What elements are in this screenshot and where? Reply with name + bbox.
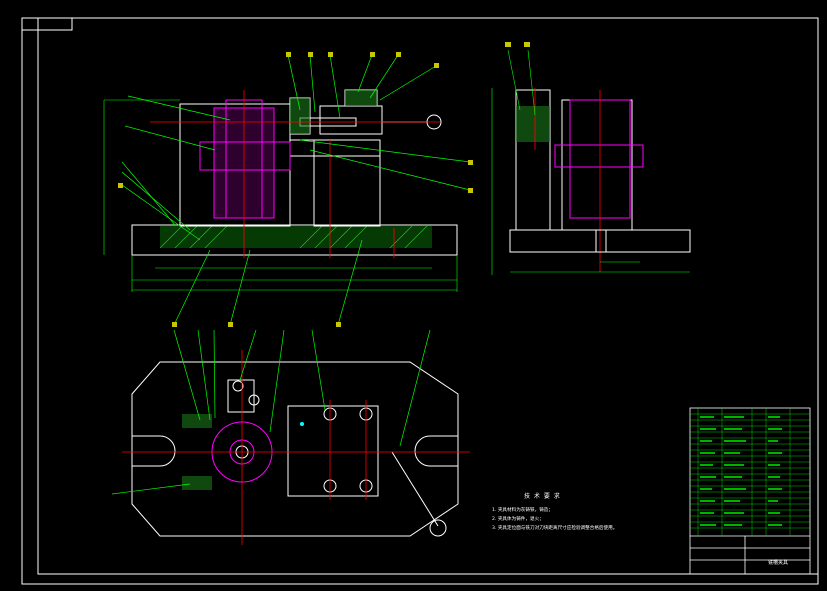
front-leaders <box>121 54 471 326</box>
cap-hatch <box>345 90 377 106</box>
plan-clamp-bottom <box>182 476 212 490</box>
right-support-block <box>313 139 381 227</box>
side-dimensions <box>491 49 690 275</box>
front-dimensions <box>103 99 458 292</box>
front-centerlines <box>150 90 440 258</box>
plan-leaders <box>111 329 431 495</box>
title-block <box>689 407 811 575</box>
plan-handle-knob <box>429 519 447 537</box>
front-tags <box>118 52 473 327</box>
base-hatch <box>160 226 432 248</box>
side-tags <box>505 42 530 47</box>
plan-outline <box>131 361 459 537</box>
top-left-code-box <box>21 17 73 31</box>
inner-border <box>37 17 819 575</box>
requirement-line-2: 2. 夹具体为铸件，退火； <box>492 517 544 522</box>
front-view <box>103 52 473 327</box>
side-clamp-hatch <box>516 106 550 142</box>
plan-left-block <box>227 379 255 413</box>
side-workpiece-flange <box>554 144 644 168</box>
side-centerlines <box>534 88 601 272</box>
parts-list-text-marks <box>700 416 782 526</box>
plan-center-block <box>287 405 379 497</box>
plan-slots <box>132 435 458 467</box>
technical-requirements-title: 技 术 要 求 <box>524 493 561 500</box>
drawing-frame <box>21 17 819 585</box>
title-block-drawing-name: 铣槽夹具 <box>768 560 789 566</box>
side-view <box>491 42 691 275</box>
plan-bolt-1 <box>232 380 244 392</box>
plan-marker <box>300 422 304 426</box>
requirement-line-1: 1. 夹具材料为灰铸铁，铸造； <box>492 508 553 513</box>
bridge-block <box>289 139 381 157</box>
plan-bolt-2 <box>248 394 260 406</box>
plan-view <box>111 329 470 545</box>
requirement-line-3: 3. 夹具定位面与铣刀对刀块距离尺寸应检验调整合格后使用。 <box>492 526 618 531</box>
side-key <box>595 229 607 253</box>
parts-list <box>690 408 810 536</box>
base-plate <box>131 224 458 256</box>
plan-clamp-top <box>182 414 212 428</box>
plan-centerlines <box>122 350 470 545</box>
clamp-hatch <box>290 98 310 134</box>
plan-handle <box>391 451 439 527</box>
side-block <box>561 99 633 231</box>
side-upright <box>515 89 551 231</box>
